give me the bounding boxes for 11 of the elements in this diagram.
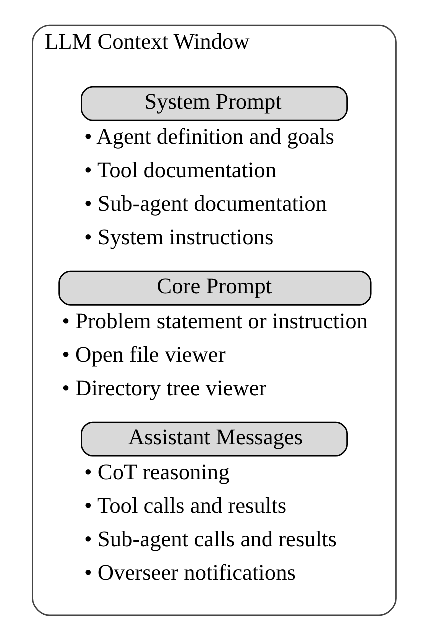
node-label: • Problem statement or instruction: [62, 308, 368, 334]
node-label: • Overseer notifications: [84, 560, 296, 586]
node-label: • Sub-agent documentation: [84, 191, 328, 216]
node-label: • Open file viewer: [62, 342, 226, 368]
node-label: • CoT reasoning: [84, 460, 230, 485]
node-label: • Tool calls and results: [84, 493, 287, 518]
node-label: • Agent definition and goals: [84, 124, 335, 150]
node-label: • System instructions: [84, 224, 274, 250]
node-label: • Directory tree viewer: [62, 376, 267, 401]
node-label: • Tool documentation: [84, 158, 277, 183]
node-label: • Sub-agent calls and results: [84, 526, 337, 552]
